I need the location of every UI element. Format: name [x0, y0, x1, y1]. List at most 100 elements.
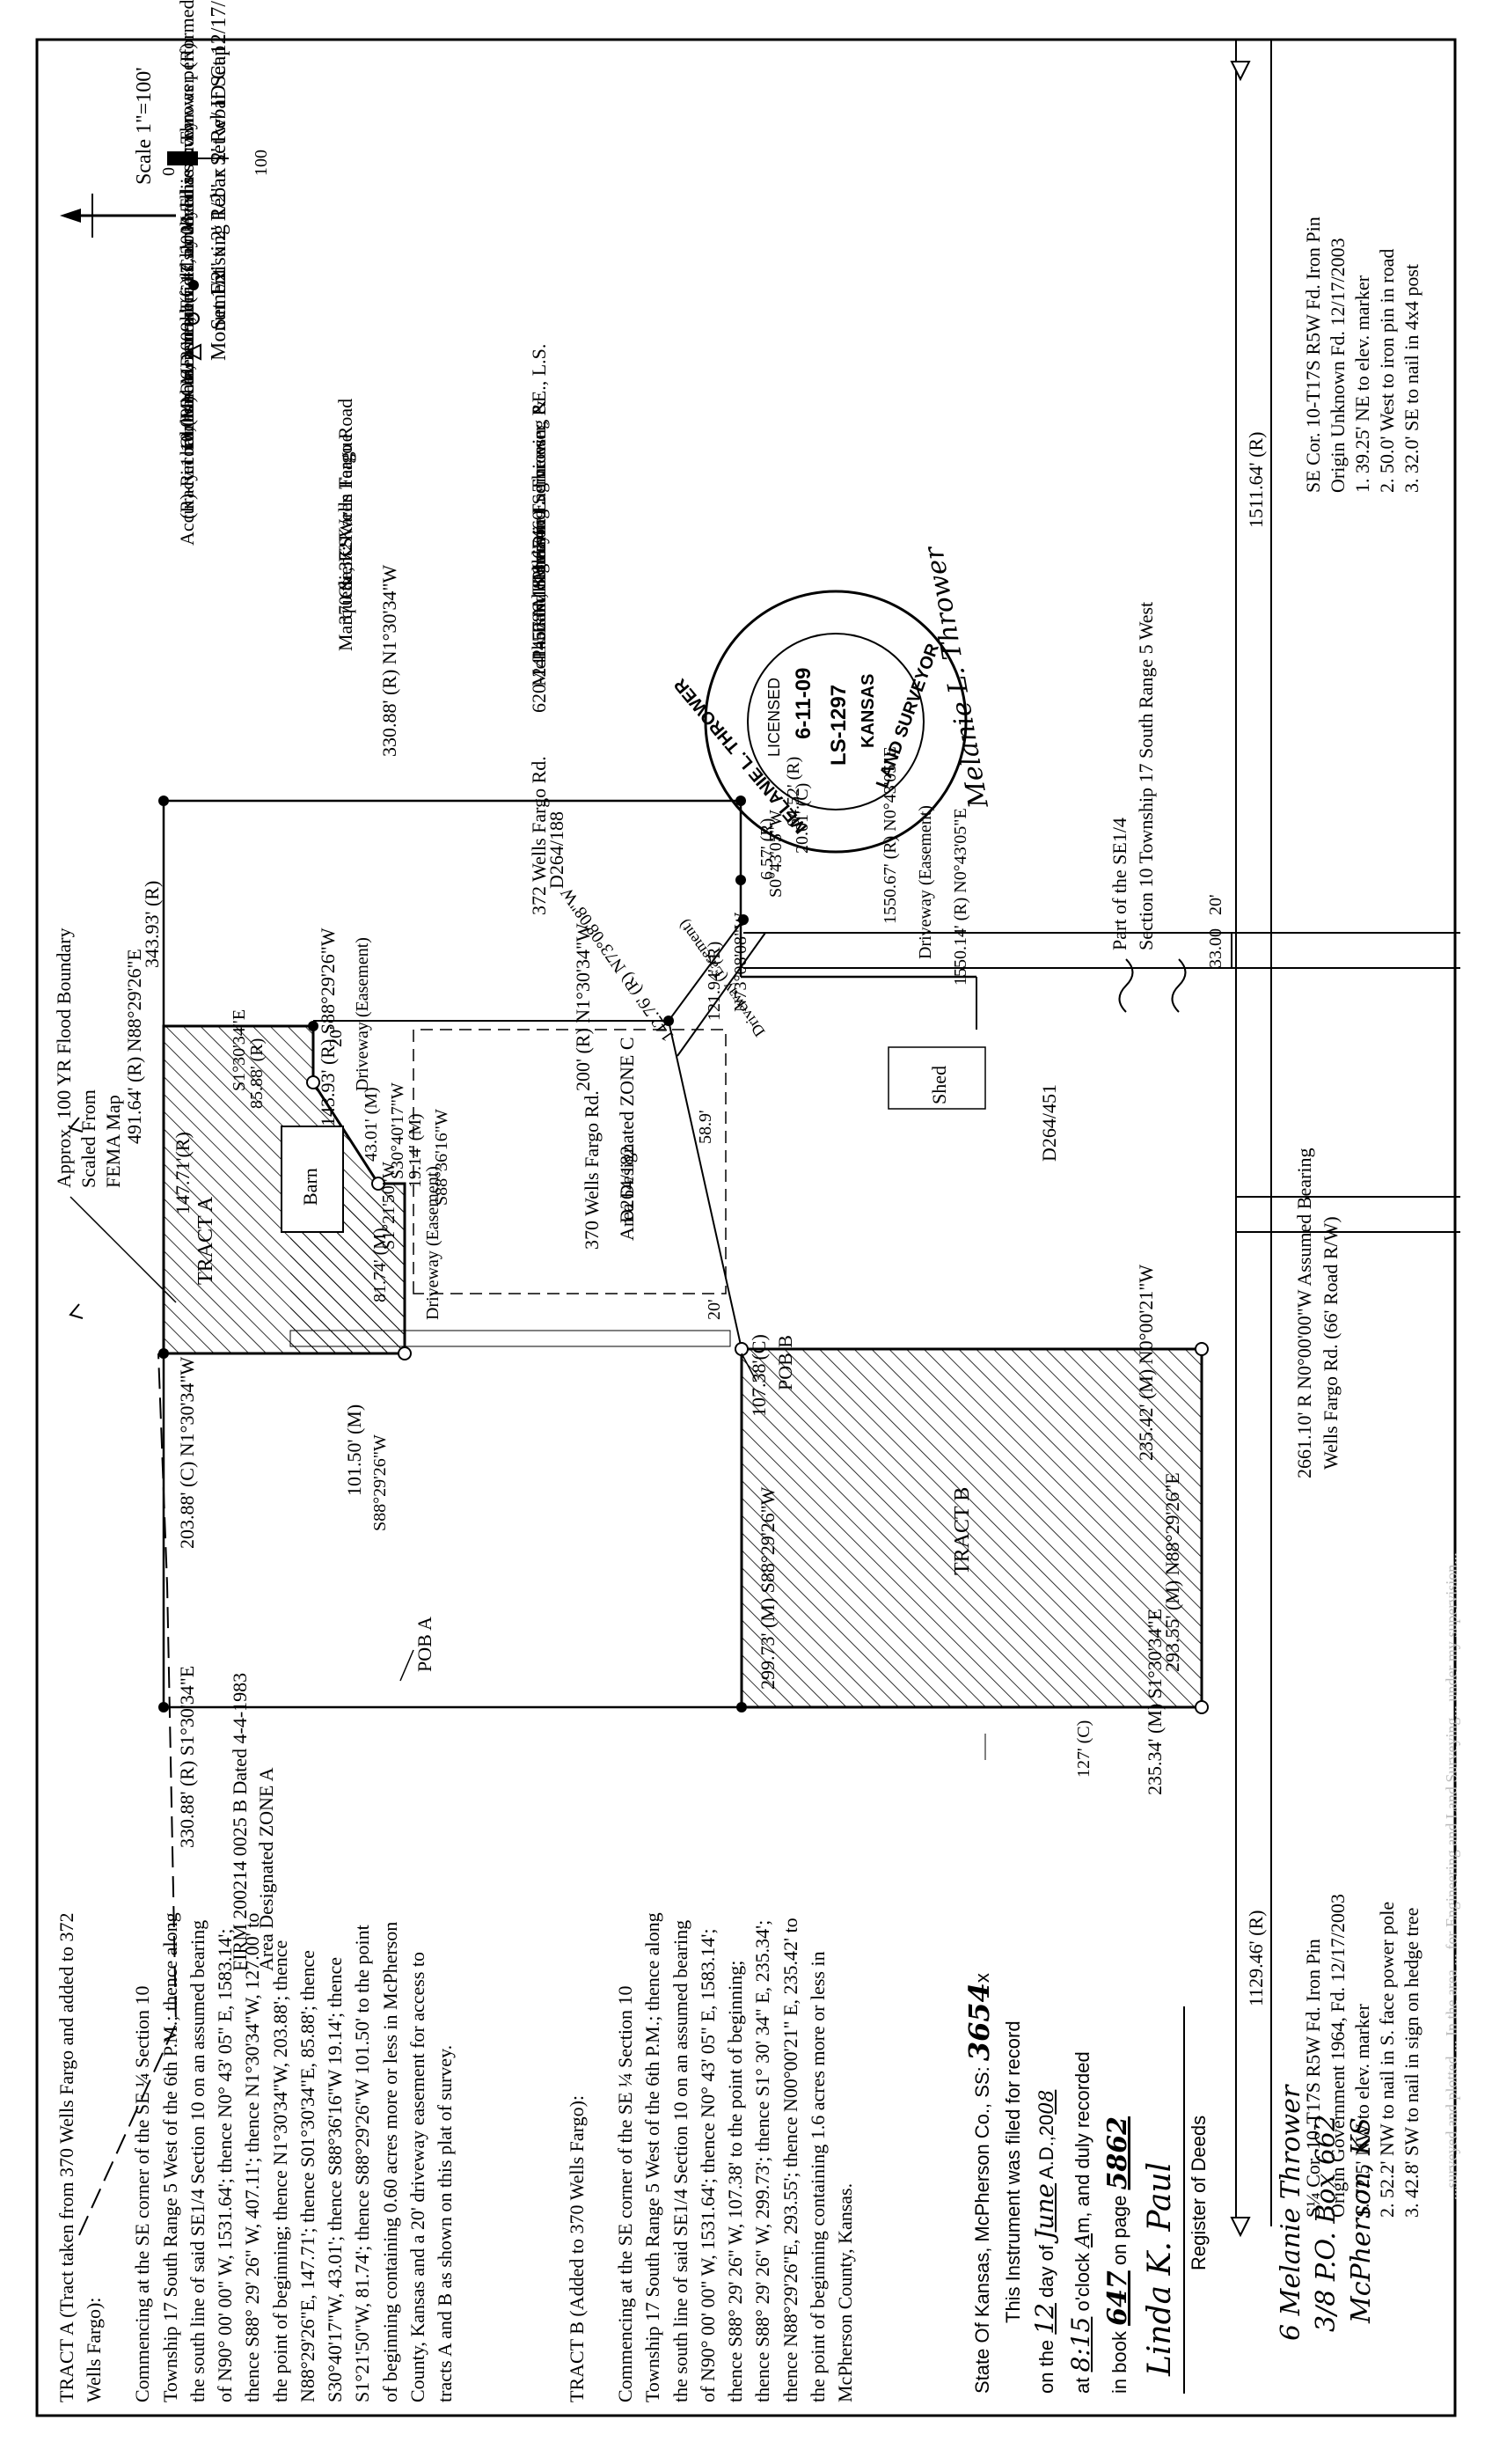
- dist-20b: 20': [705, 1299, 724, 1320]
- driveway-east-label: Driveway (Easement): [916, 805, 935, 959]
- recording-number: 3654: [962, 1983, 996, 2062]
- barn-label: Barn: [299, 1168, 321, 1206]
- s-quarter-item-3: 3. 42.8' SW to nail in sign on hedge tre…: [1401, 1907, 1423, 2218]
- set-rebar-symbol: [187, 312, 200, 325]
- pob-b: POB B: [774, 1335, 796, 1390]
- driveway-left: Driveway (Easement): [353, 937, 372, 1091]
- section-label: Section 10 Township 17 South Range 5 Wes…: [1135, 601, 1157, 950]
- recording-ampm: A: [1071, 2233, 1094, 2248]
- flood-boundary-2: Scaled From: [77, 1089, 99, 1188]
- se-corner-line-1: SE Cor. 10-T17S R5W Fd. Iron Pin: [1302, 216, 1324, 493]
- dist-200: 200' (R) N1°30'34"W: [572, 923, 594, 1091]
- seal-outer: [704, 590, 968, 854]
- legend-monument: Monument: [208, 268, 230, 361]
- recording-ad: A.D.,20: [1035, 2114, 1058, 2180]
- dist-101: 101.50' (M): [343, 1404, 365, 1496]
- dist-203: 203.88' (C) N1°30'34"W: [176, 1356, 198, 1549]
- dist-235-42: 235.42' (M) N0°00'21"W: [1135, 1264, 1157, 1461]
- south-line-label: 330.88' (R) S1°30'34"E: [176, 1665, 198, 1848]
- recording-block: State Of Kansas, McPherson Co., SS: 3654…: [959, 1901, 1213, 2394]
- scale-hundred: 100: [252, 150, 271, 176]
- dist-147: 147.71'(R): [172, 1132, 194, 1214]
- tract-a-heading: TRACT A (Tract taken from 370 Wells Farg…: [55, 1912, 106, 2402]
- faint-footer-text: ...surveyed and plotted ... In the area …: [1443, 1552, 1460, 2200]
- dist-143: 143.93' (R) S88°29'26"W: [317, 928, 339, 1126]
- dist-107: 107.38'(C): [748, 1334, 770, 1417]
- recording-day-of: day of: [1035, 2245, 1058, 2298]
- pob-a: POB A: [413, 1617, 435, 1672]
- tract-b-label: TRACT B: [951, 1486, 974, 1575]
- north-arrow-icon: [60, 194, 176, 238]
- recording-x-mark: x: [971, 1973, 993, 1984]
- register-signature: Linda K. Paul: [1137, 2006, 1186, 2394]
- dist-235-34: 235.34' (M) S1°30'34"E: [1144, 1608, 1166, 1795]
- dist-33: 33.00: [1206, 928, 1225, 968]
- dist-127: 127' (C): [1074, 1720, 1093, 1778]
- recording-month: June: [1030, 2183, 1060, 2240]
- tract-a-description: TRACT A (Tract taken from 370 Wells Farg…: [53, 1910, 458, 2402]
- accuracy-line-2: Accuracy 1:10,000: [176, 398, 198, 546]
- dist-1129: 1129.46' (R): [1245, 1910, 1267, 2006]
- dist-58-9: 58.9': [696, 1110, 715, 1144]
- shed-label: Shed: [928, 1066, 950, 1104]
- bearing-s88-36: S88°36'16"W: [432, 1109, 451, 1206]
- return-to-box: 3/8 P.O. Box 662: [1311, 2114, 1342, 2332]
- shed-outline: [888, 1046, 986, 1110]
- tract-b-body: Commencing at the SE corner of the SE ¼ …: [614, 1912, 857, 2402]
- recording-on-page: on page: [1108, 2195, 1131, 2266]
- se-corner-item-1: 1. 39.25' NE to elev. marker: [1351, 275, 1373, 493]
- tract-a-label: TRACT A: [194, 1196, 217, 1285]
- scale-label: Scale 1"=100': [133, 67, 156, 185]
- tract-b-heading: TRACT B (Added to 370 Wells Fargo):: [566, 2094, 588, 2402]
- north-line-label: 330.88' (R) N1°30'34"W: [378, 564, 400, 757]
- se-corner-line-2: Origin Unknown Fd. 12/17/2003: [1327, 238, 1349, 493]
- recording-time: 8:15: [1065, 2316, 1095, 2372]
- recording-book: 647: [1102, 2270, 1134, 2326]
- seal-number: LS-1297: [827, 684, 851, 766]
- se-corner-item-3: 3. 32.0' SE to nail in 4x4 post: [1401, 263, 1423, 493]
- flood-boundary-3: FEMA Map: [102, 1095, 124, 1188]
- recording-state: State Of Kansas, McPherson Co., SS:: [971, 2066, 993, 2394]
- tract-b-description: TRACT B (Added to 370 Wells Fargo): Comm…: [563, 1910, 859, 2402]
- register-of-deeds: Register of Deeds: [1188, 2115, 1210, 2270]
- seal-state: KANSAS: [859, 673, 878, 748]
- flood-boundary-1: Approx. 100 YR Flood Boundary: [53, 928, 75, 1188]
- recording-in-book: in book: [1108, 2331, 1131, 2394]
- driveway-east-top: 1550.67' (R) N0°43'05"E: [881, 746, 900, 924]
- road-name: Wells Fargo Rd. (66' Road R/W): [1320, 1216, 1342, 1470]
- recording-oclock: o'clock: [1071, 2252, 1093, 2312]
- existing-rebar-symbol: [188, 280, 199, 290]
- recording-filed: This Instrument was filed for record: [1002, 2020, 1025, 2323]
- page-border: [35, 38, 1457, 2417]
- road-bearing: 2661.10' R N0°00'00"W Assumed Bearing: [1293, 1148, 1315, 1478]
- recording-day: 12: [1030, 2303, 1060, 2335]
- bearing-s1-30: S1°30'34"E: [230, 1008, 249, 1091]
- barn-outline: [281, 1126, 344, 1233]
- s-quarter-item-2: 2. 52.2' NW to nail in S. face power pol…: [1376, 1901, 1398, 2218]
- lot-370-book: D264/182: [616, 1146, 638, 1223]
- seal-inner: [747, 633, 925, 810]
- dist-43: 43.01' (M): [362, 1087, 381, 1162]
- recording-year: 08: [1036, 2089, 1059, 2115]
- recording-m-recorded: m, and duly recorded: [1071, 2051, 1093, 2233]
- return-to-city: McPherson, KS: [1346, 2117, 1377, 2323]
- dist-19: 19.14' (M): [406, 1113, 425, 1188]
- tract-a-body: Commencing at the SE corner of the SE ¼ …: [131, 1912, 457, 2402]
- monument-symbol: [184, 343, 201, 361]
- d264-451: D264/451: [1038, 1084, 1060, 1162]
- dist-20-road: 20': [1206, 894, 1225, 915]
- return-to-name: 6 Melanie Thrower: [1276, 2085, 1306, 2341]
- dist-81: 81.74' (M): [370, 1228, 390, 1302]
- recording-at: at: [1071, 2377, 1093, 2394]
- dist-299: 299.73' (M) S88°29'26"W: [757, 1486, 779, 1690]
- driveway-east-bottom: 1550.14' (R) N0°43'05"E: [951, 808, 970, 986]
- lot-370-label: 370 Wells Fargo Rd.: [581, 1090, 603, 1250]
- se-corner-item-2: 2. 50.0' West to iron pin in road: [1376, 248, 1398, 493]
- client-city: Marquette, KS: [334, 537, 356, 651]
- dist-20-01: 20.01' (C): [793, 782, 812, 854]
- dist-491: 491.64' (R) N88°29'26"E: [123, 949, 145, 1144]
- recording-on-the: on the: [1035, 2339, 1058, 2394]
